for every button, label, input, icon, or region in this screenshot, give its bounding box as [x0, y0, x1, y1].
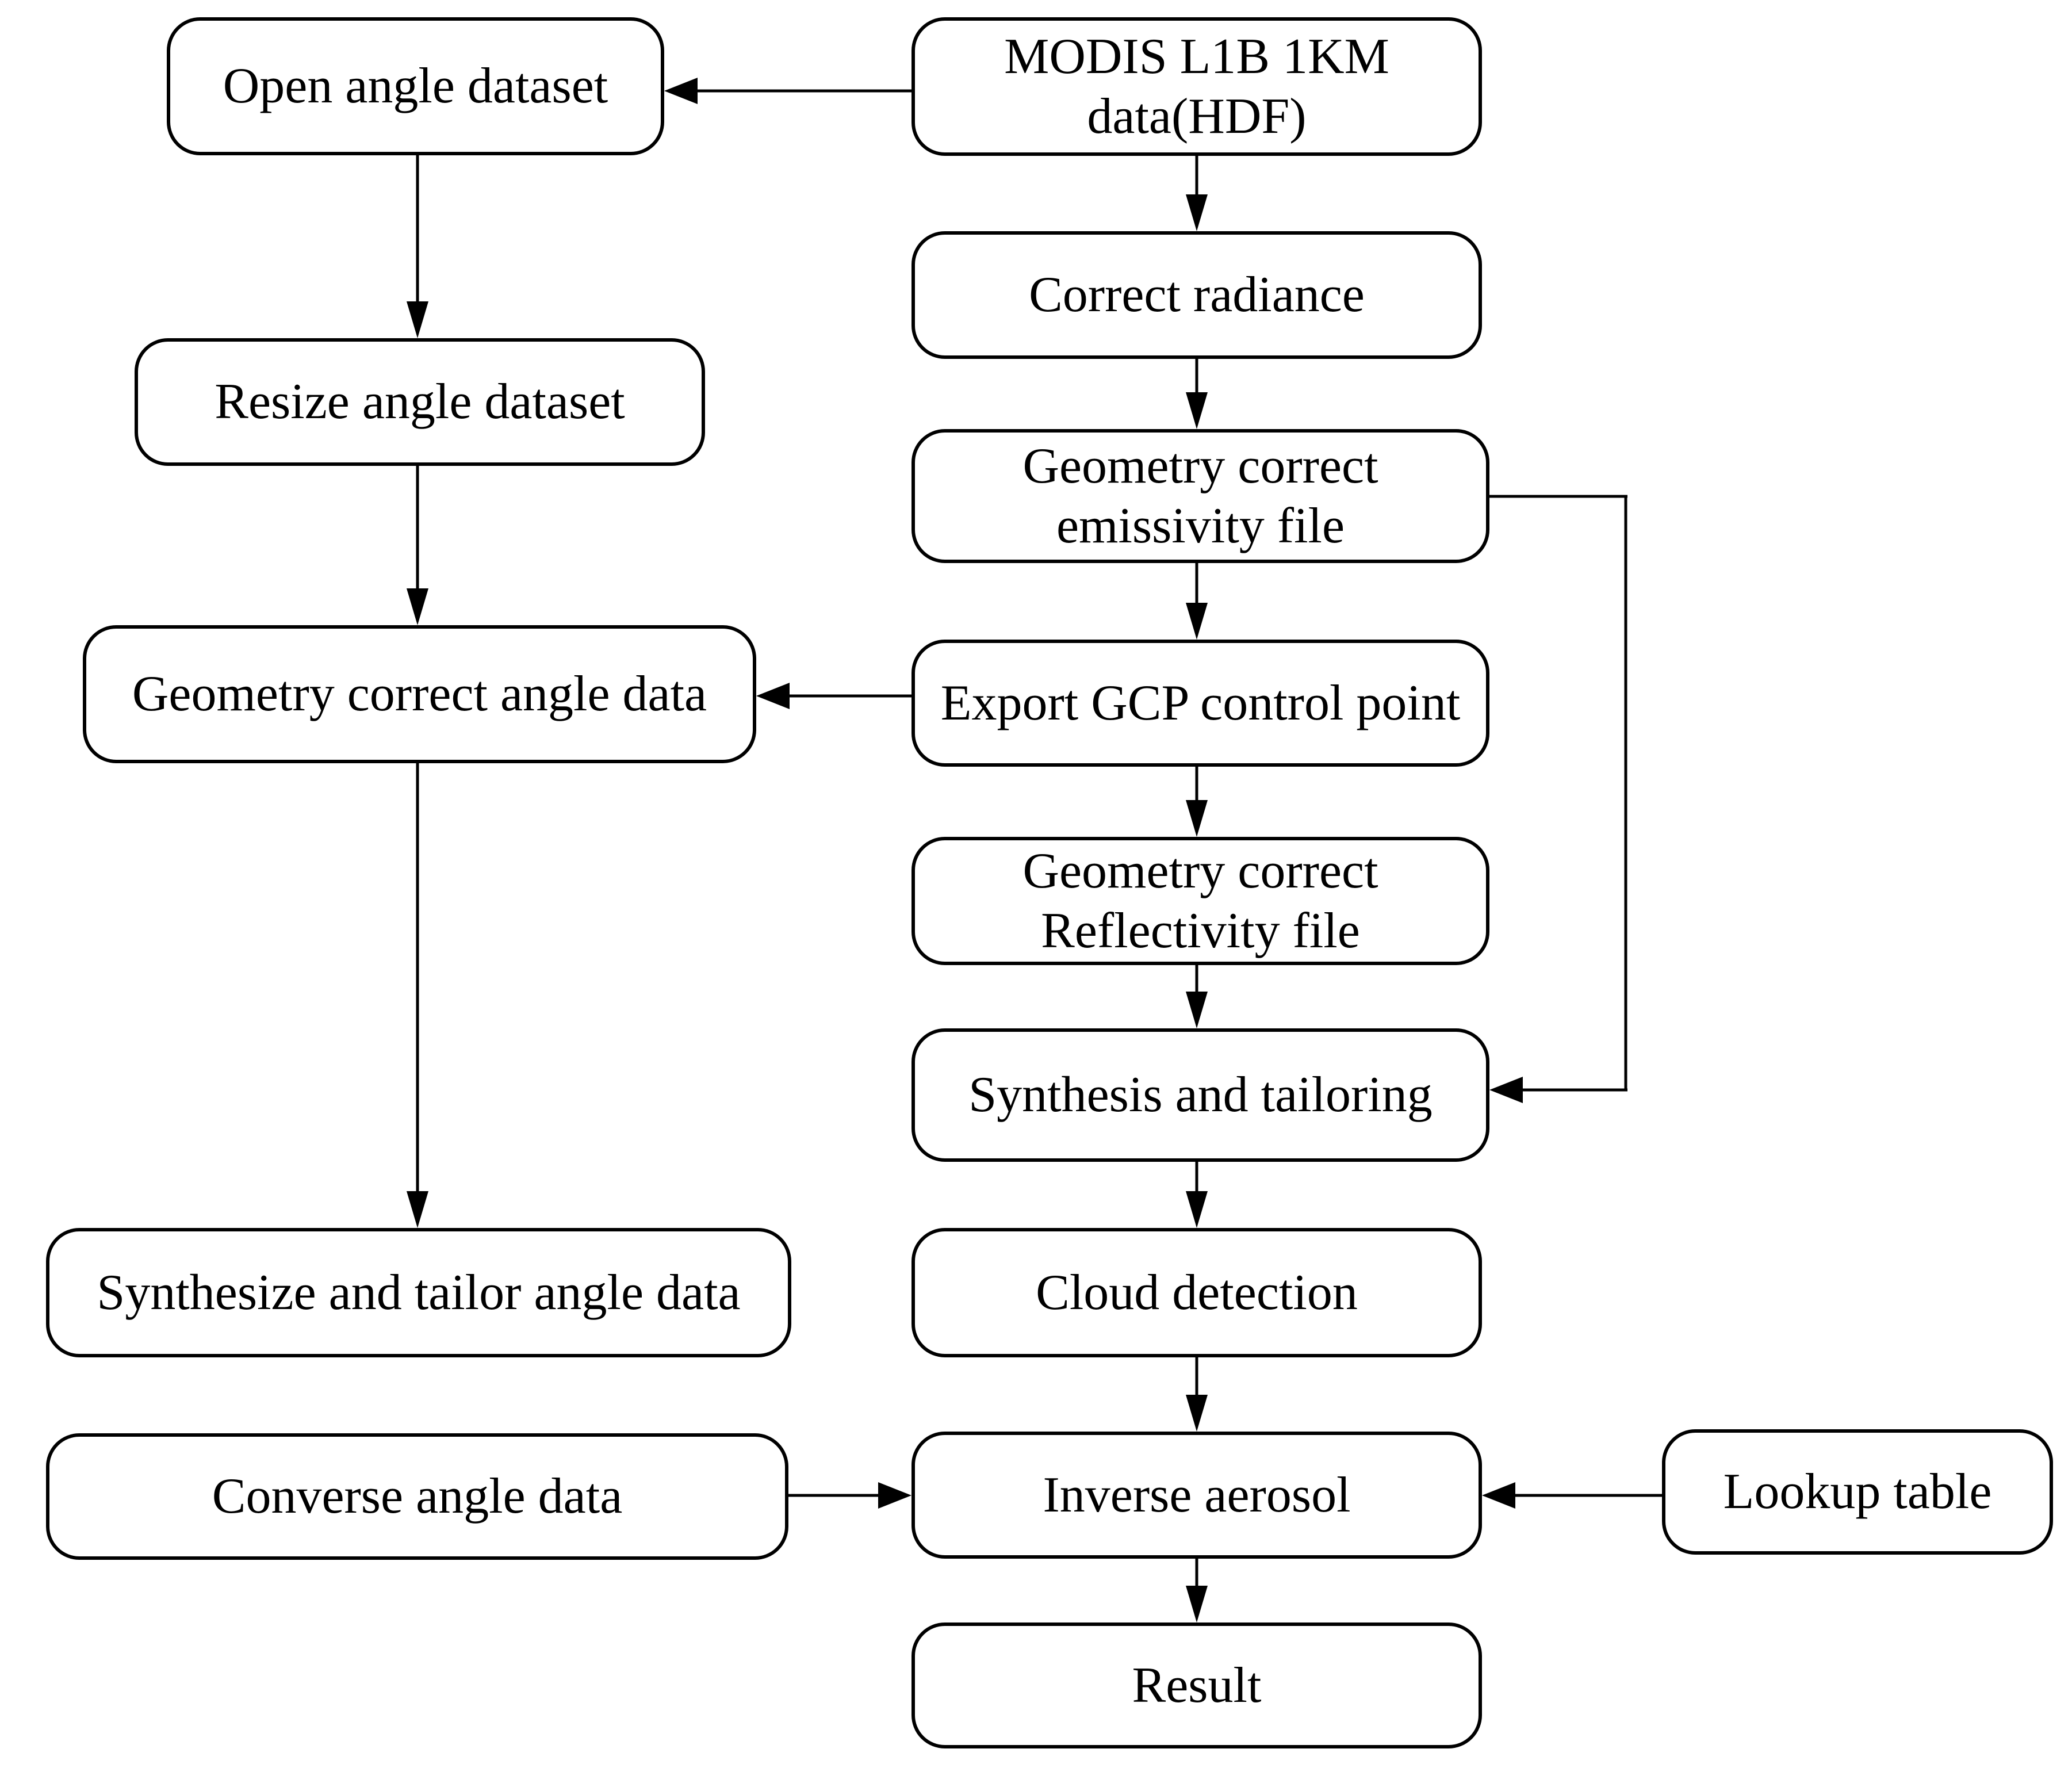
node-geometry-correct-emissivity-file-label: Geometry correct emissivity file	[1022, 438, 1378, 554]
node-lookup-table: Lookup table	[1662, 1429, 2053, 1555]
node-result-label: Result	[1132, 1657, 1262, 1713]
arrowhead-into-result	[1186, 1586, 1208, 1623]
node-geometry-correct-angle-data-label: Geometry correct angle data	[132, 666, 707, 722]
arrowhead-into-synthesis-top	[1186, 992, 1208, 1028]
arrowhead-into-geoangle-top	[407, 588, 428, 625]
node-open-angle-dataset: Open angle dataset	[167, 17, 664, 155]
node-inverse-aerosol: Inverse aerosol	[911, 1432, 1482, 1559]
node-resize-angle-dataset: Resize angle dataset	[135, 338, 705, 466]
node-inverse-aerosol-label: Inverse aerosol	[1043, 1467, 1351, 1523]
node-cloud-detection-label: Cloud detection	[1036, 1264, 1358, 1321]
arrowhead-into-inverse-right	[1482, 1482, 1515, 1509]
node-resize-angle-dataset-label: Resize angle dataset	[215, 374, 625, 430]
node-export-gcp-control-point-label: Export GCP control point	[940, 675, 1461, 731]
arrowhead-into-inverse-top	[1186, 1395, 1208, 1432]
node-geometry-correct-emissivity-file: Geometry correct emissivity file	[911, 429, 1489, 563]
node-modis-l1b-data-label: MODIS L1B 1KM data(HDF)	[1004, 28, 1389, 144]
node-lookup-table-label: Lookup table	[1723, 1464, 1992, 1520]
node-result: Result	[911, 1623, 1482, 1748]
node-converse-angle-data-label: Converse angle data	[212, 1468, 623, 1525]
node-synthesis-and-tailoring-label: Synthesis and tailoring	[968, 1067, 1433, 1123]
node-export-gcp-control-point: Export GCP control point	[911, 640, 1489, 767]
node-geometry-correct-reflectivity-file: Geometry correct Reflectivity file	[911, 837, 1489, 965]
arrowhead-into-resize	[407, 301, 428, 338]
node-cloud-detection: Cloud detection	[911, 1228, 1482, 1357]
arrowhead-into-synthesis-right	[1489, 1077, 1523, 1103]
arrowhead-into-cloud	[1186, 1191, 1208, 1228]
node-synthesize-and-tailor-angle-data-label: Synthesize and tailor angle data	[97, 1264, 741, 1321]
node-synthesis-and-tailoring: Synthesis and tailoring	[911, 1028, 1489, 1162]
arrowhead-into-geoangle-right	[756, 683, 790, 709]
node-correct-radiance-label: Correct radiance	[1029, 267, 1365, 323]
arrowhead-into-syntail	[407, 1191, 428, 1228]
arrowhead-into-reflectivity	[1186, 800, 1208, 837]
node-open-angle-dataset-label: Open angle dataset	[223, 58, 608, 114]
node-modis-l1b-data: MODIS L1B 1KM data(HDF)	[911, 17, 1482, 156]
node-geometry-correct-reflectivity-file-label: Geometry correct Reflectivity file	[1022, 843, 1378, 959]
node-synthesize-and-tailor-angle-data: Synthesize and tailor angle data	[46, 1228, 791, 1357]
node-converse-angle-data: Converse angle data	[46, 1433, 788, 1560]
arrowhead-into-open	[664, 78, 698, 104]
node-geometry-correct-angle-data: Geometry correct angle data	[83, 625, 756, 763]
node-correct-radiance: Correct radiance	[911, 231, 1482, 359]
arrowhead-into-inverse-left	[878, 1482, 911, 1509]
arrowhead-into-radiance	[1186, 194, 1208, 231]
arrowhead-into-emissivity	[1186, 392, 1208, 429]
arrowhead-into-gcp	[1186, 603, 1208, 640]
